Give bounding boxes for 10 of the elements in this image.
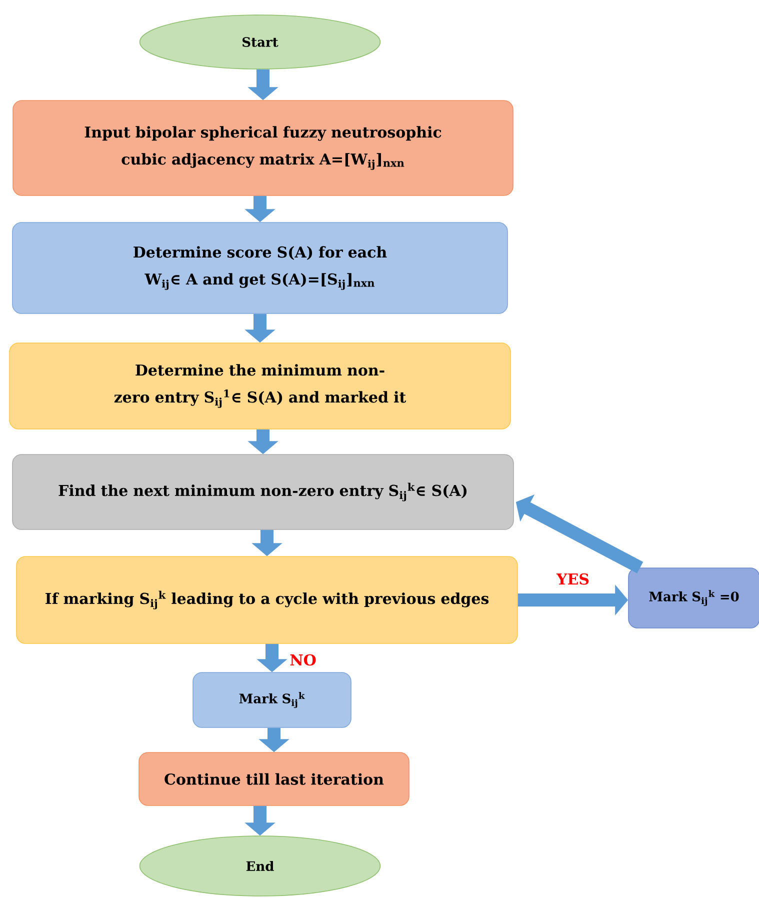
process-box: Input bipolar spherical fuzzy neutrosophic cubic adjacency matrix A=[W$_{ij}$]$_{nxn}$ [12, 100, 514, 196]
process-box: Find the next minimum non-zero entry S$_{ij}$$^{k}$∈ S(A) [12, 454, 514, 530]
process-box: Mark S$_{ij}$$^{k}$ =0 [628, 568, 759, 628]
process-box: Mark S$_{ij}$k [192, 672, 352, 728]
edge-label: YES [556, 572, 590, 586]
process-box: If marking S$_{ij}$$^{k}$ leading to a cycle with previous edges [16, 556, 518, 644]
process-box: Determine score S(A) for each W$_{ij}$∈ A and get S(A)=[S$_{ij}$]$_{nxn}$ [12, 222, 508, 314]
edge-label: NO [288, 653, 318, 667]
process-box: Continue till last iteration [138, 752, 410, 806]
process-box: Determine the minimum non-zero entry S$_{ij}$$^{1}$∈ S(A) and marked it [9, 342, 511, 430]
